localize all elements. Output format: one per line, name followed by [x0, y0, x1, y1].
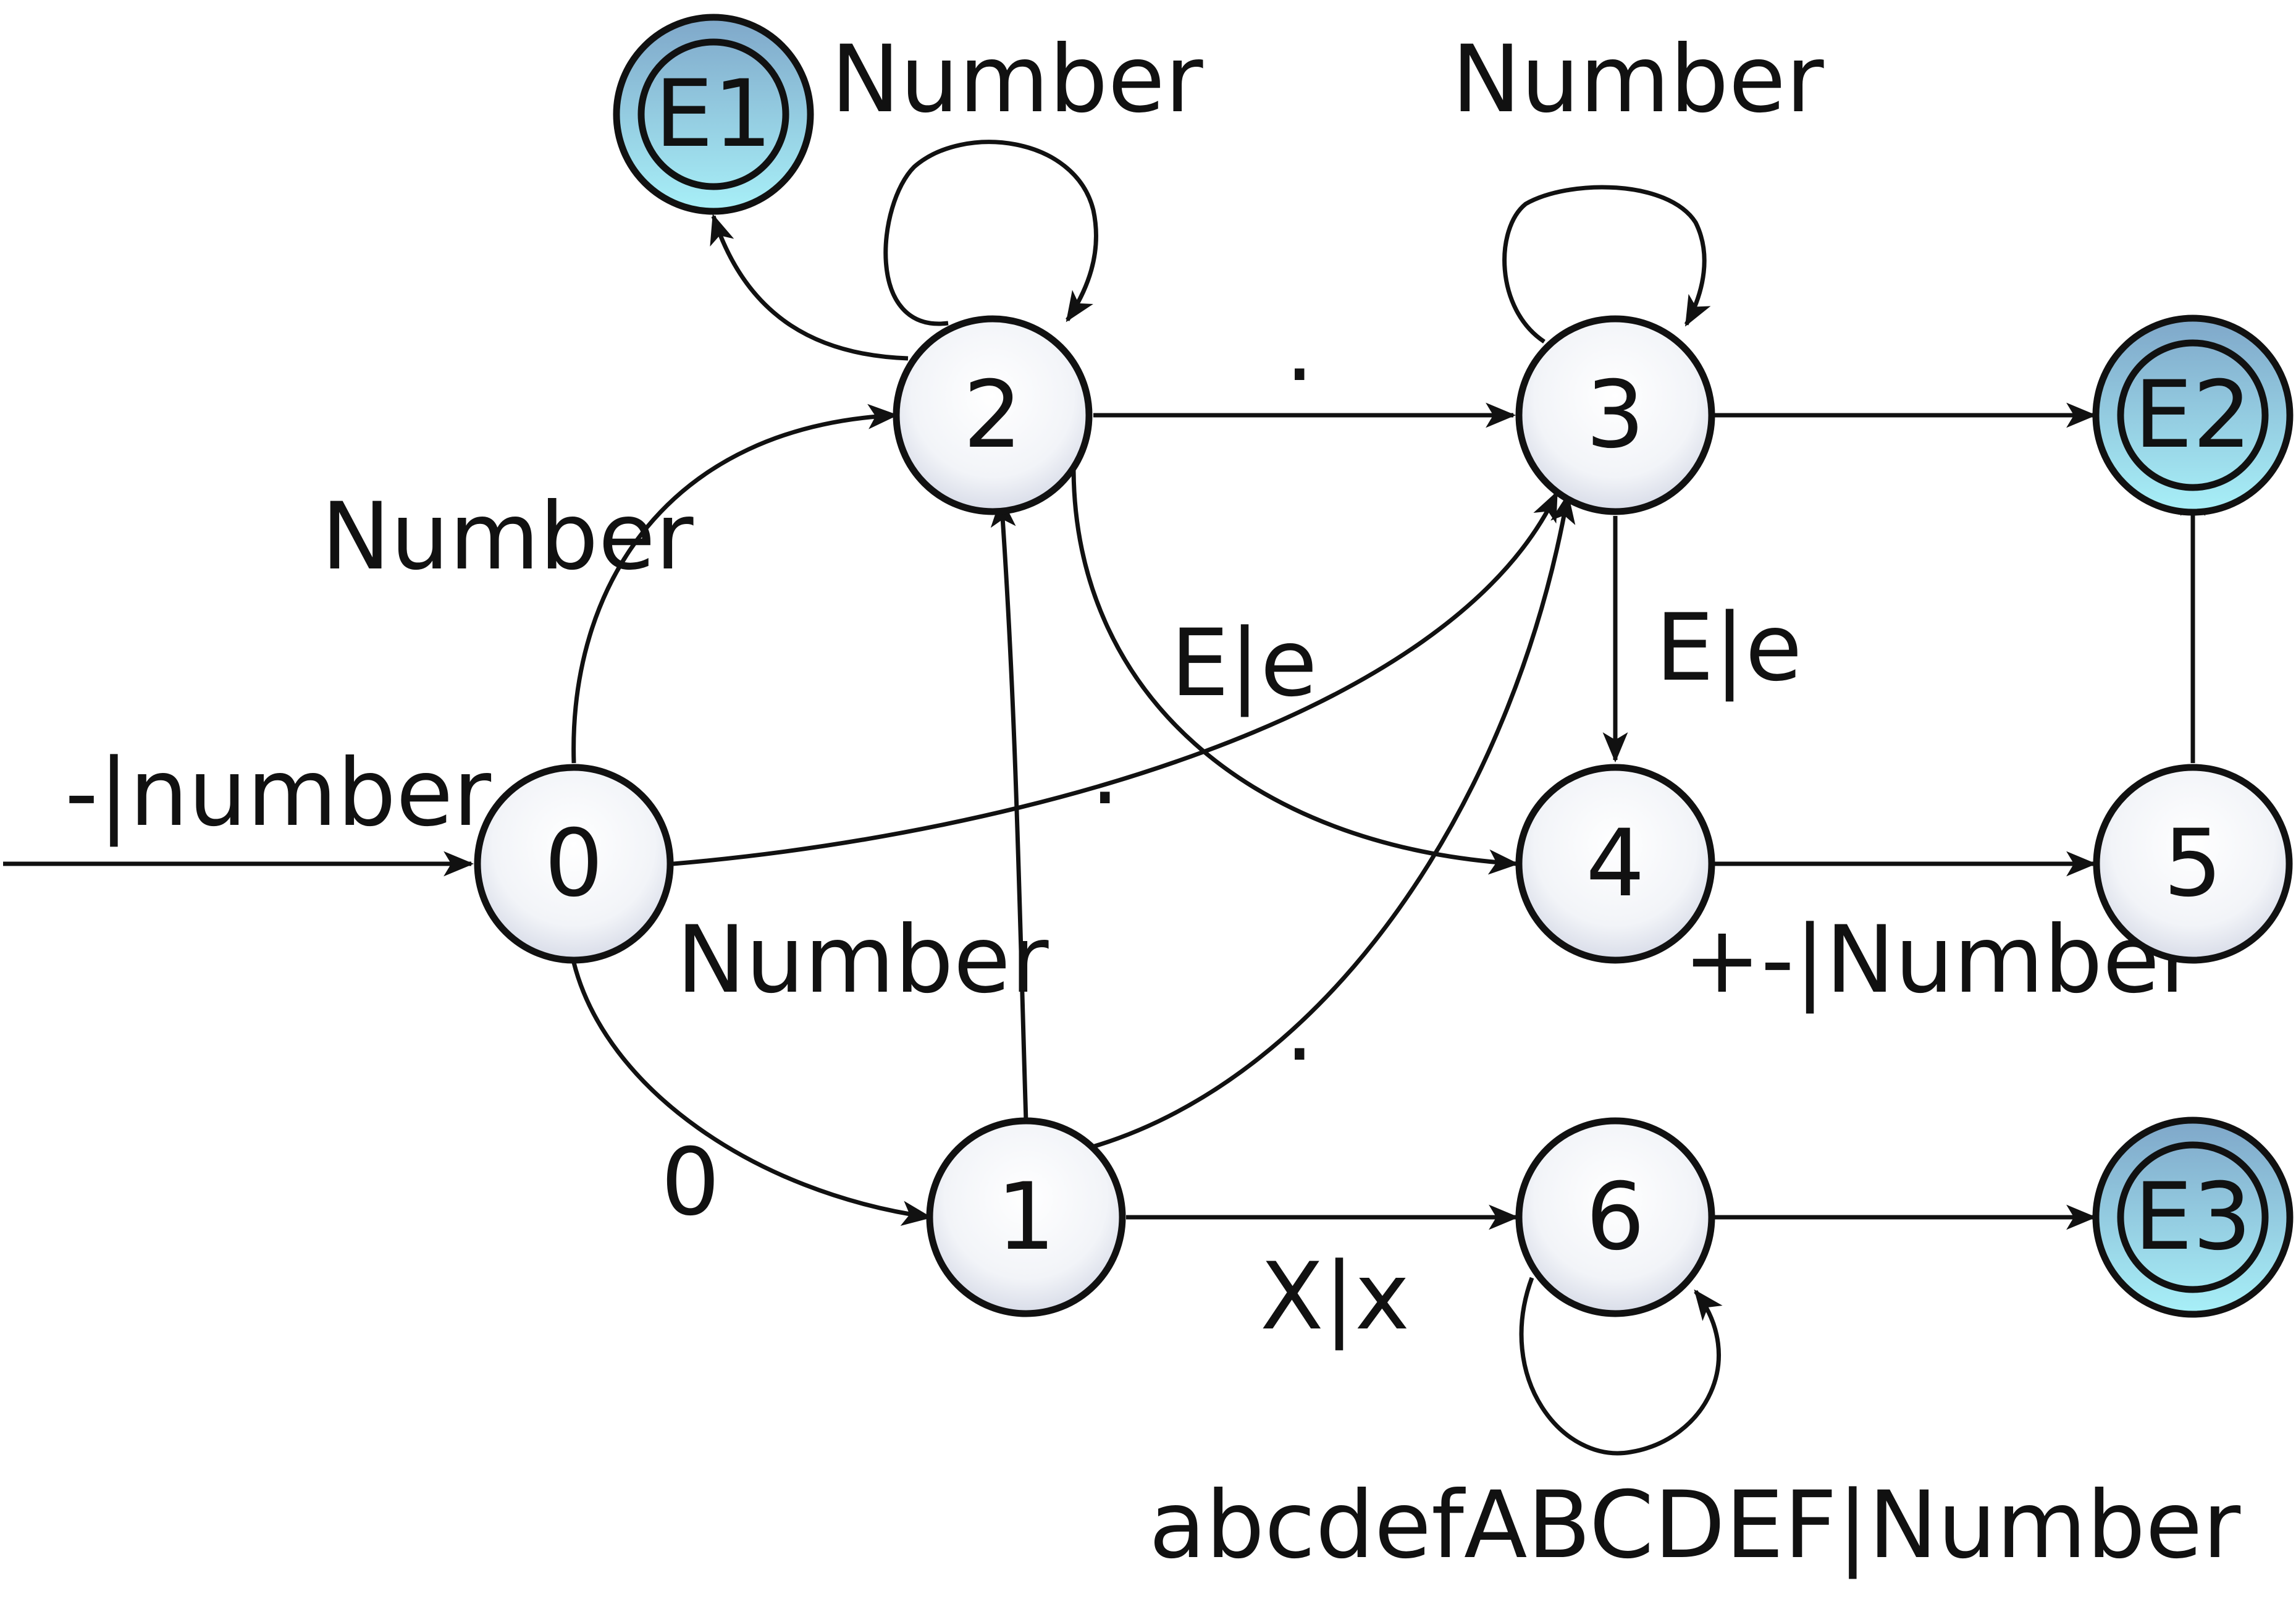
- node-4: 4: [1515, 764, 1715, 964]
- edge-label-6-6: abcdefABCDEF|Number: [1149, 1472, 2241, 1579]
- edge-label-1-6: X|x: [1260, 1243, 1410, 1351]
- svg-text:4: 4: [1586, 810, 1644, 918]
- edge-label-3-4: E|e: [1655, 594, 1802, 702]
- node-2: 2: [893, 315, 1093, 515]
- edge-label-2-4: E|e: [1171, 610, 1318, 717]
- edge-label-0-1: 0: [661, 1129, 720, 1236]
- edge-label-1-3: .: [1285, 974, 1314, 1082]
- edge-0-2: [571, 403, 899, 764]
- node-3: 3: [1515, 315, 1715, 515]
- svg-text:E2: E2: [2134, 361, 2252, 469]
- node-5: 5: [2093, 764, 2293, 964]
- edge-label-4-5: +-|Number: [1683, 906, 2198, 1014]
- edge-1-2: [990, 496, 1028, 1122]
- node-e1-accepting: E1: [613, 14, 814, 215]
- edge-0-1: [571, 962, 933, 1226]
- node-6: 6: [1515, 1117, 1715, 1317]
- edge-2-4: [1071, 469, 1520, 875]
- nodes: 0 1 2 3 4 5 6 E1: [474, 14, 2294, 1318]
- edge-2-e1: [710, 214, 909, 361]
- edge-6-6: [1519, 1277, 1723, 1456]
- svg-text:E3: E3: [2134, 1163, 2252, 1271]
- svg-text:E1: E1: [655, 61, 772, 168]
- edge-label-0-2: Number: [321, 483, 694, 591]
- svg-text:2: 2: [963, 361, 1022, 469]
- edge-2-2: [883, 140, 1098, 326]
- edge-label-3-3: Number: [1452, 26, 1824, 133]
- edge-label-2-2: Number: [831, 26, 1203, 133]
- edges: [3, 140, 2206, 1456]
- edge-label-start: -|number: [65, 740, 491, 847]
- edge-label-0-3: .: [1090, 718, 1120, 825]
- node-0: 0: [474, 764, 674, 964]
- edge-label-2-3: .: [1285, 295, 1314, 402]
- node-e3-accepting: E3: [2092, 1117, 2294, 1318]
- edge-3-3: [1502, 185, 1711, 344]
- svg-text:5: 5: [2163, 810, 2222, 918]
- svg-text:0: 0: [544, 810, 603, 918]
- svg-text:3: 3: [1586, 361, 1644, 469]
- node-e2-accepting: E2: [2092, 315, 2294, 516]
- node-1: 1: [926, 1117, 1126, 1317]
- edge-label-1-2: Number: [676, 906, 1049, 1014]
- svg-text:6: 6: [1586, 1163, 1644, 1271]
- edge-1-3: [1093, 492, 1576, 1149]
- edge-labels: -|number Number 0 . Number . X|x Number …: [65, 26, 2241, 1579]
- svg-text:1: 1: [996, 1163, 1055, 1271]
